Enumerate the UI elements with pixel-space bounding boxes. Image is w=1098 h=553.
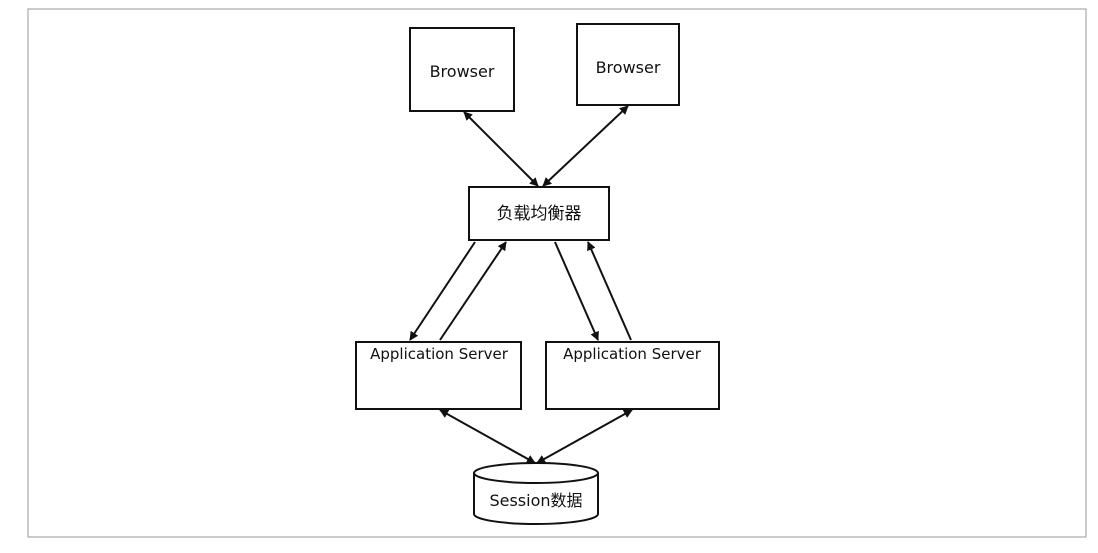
app-server-node-right: Application Server [545,341,720,410]
arrow-app-server-left-to-session-store [439,409,536,464]
app-server-label-left: Application Server [370,345,509,363]
arrow-load-balancer-to-app-server-left [409,241,476,341]
app-server-box-left [355,341,522,410]
browser-node-left: Browser [409,27,515,112]
load-balancer-box [468,186,610,241]
app-server-node-left: Application Server [355,341,522,410]
app-server-label-right: Application Server [563,345,702,363]
arrow-app-server-right-to-session-store [536,409,633,464]
browser-node-right: Browser [576,23,680,106]
session-store-label: Session数据 [489,491,582,510]
arrow-load-balancer-to-app-server-right [554,241,599,341]
arrow-browser-left-to-load-balancer [463,111,539,187]
app-server-box-right [545,341,720,410]
browser-box-right [576,23,680,106]
arrow-browser-right-to-load-balancer [542,105,629,187]
session-store-top [473,462,599,484]
browser-label-right: Browser [596,58,661,77]
session-store-body [473,473,599,525]
load-balancer-node: 负载均衡器 [468,186,610,241]
arrow-app-server-right-to-load-balancer [587,241,632,341]
load-balancer-label: 负载均衡器 [497,204,582,224]
session-store-node: Session数据 [473,462,599,525]
browser-box-left [409,27,515,112]
diagram-frame [27,8,1087,538]
browser-label-left: Browser [430,62,495,81]
arrow-app-server-left-to-load-balancer [439,241,507,341]
